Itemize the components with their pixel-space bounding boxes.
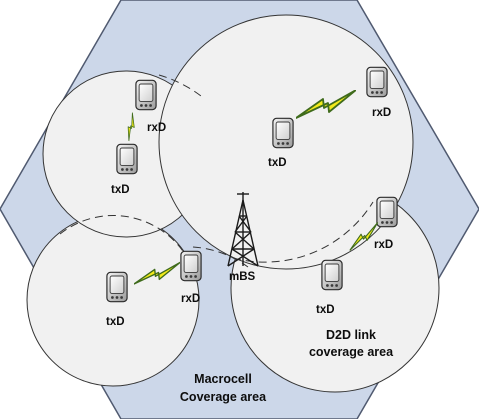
receiver-label: rxD [147,122,166,134]
transmitter-phone-icon [321,259,343,291]
receiver-label: rxD [372,107,391,119]
transmitter-phone-icon [106,271,128,303]
d2d-area-label-line2: coverage area [309,345,394,359]
transmitter-label: txD [106,316,125,328]
transmitter-label: txD [111,184,130,196]
receiver-phone-icon [376,196,398,228]
d2d-pair-top-center: rxD txD [268,66,391,169]
transmitter-phone-icon [272,117,294,149]
transmitter-label: txD [268,157,287,169]
receiver-phone-icon [135,79,157,111]
base-station-tower-icon [227,192,259,267]
receiver-phone-icon [366,66,388,98]
base-station-label: mBS [229,271,256,283]
d2d-pair-bottom-left: rxD txD [106,250,202,328]
d2d-pair-bottom-right: rxD txD [316,196,398,316]
receiver-label: rxD [181,293,200,305]
macrocell-label-line1: Macrocell [194,372,252,386]
transmitter-phone-icon [116,143,138,175]
receiver-phone-icon [180,250,202,282]
transmitter-label: txD [316,304,335,316]
macrocell-label-line2: Coverage area [180,390,267,404]
d2d-pair-top-left: rxD txD [111,79,166,196]
receiver-label: rxD [374,239,393,251]
d2d-area-label-line1: D2D link [326,328,376,342]
